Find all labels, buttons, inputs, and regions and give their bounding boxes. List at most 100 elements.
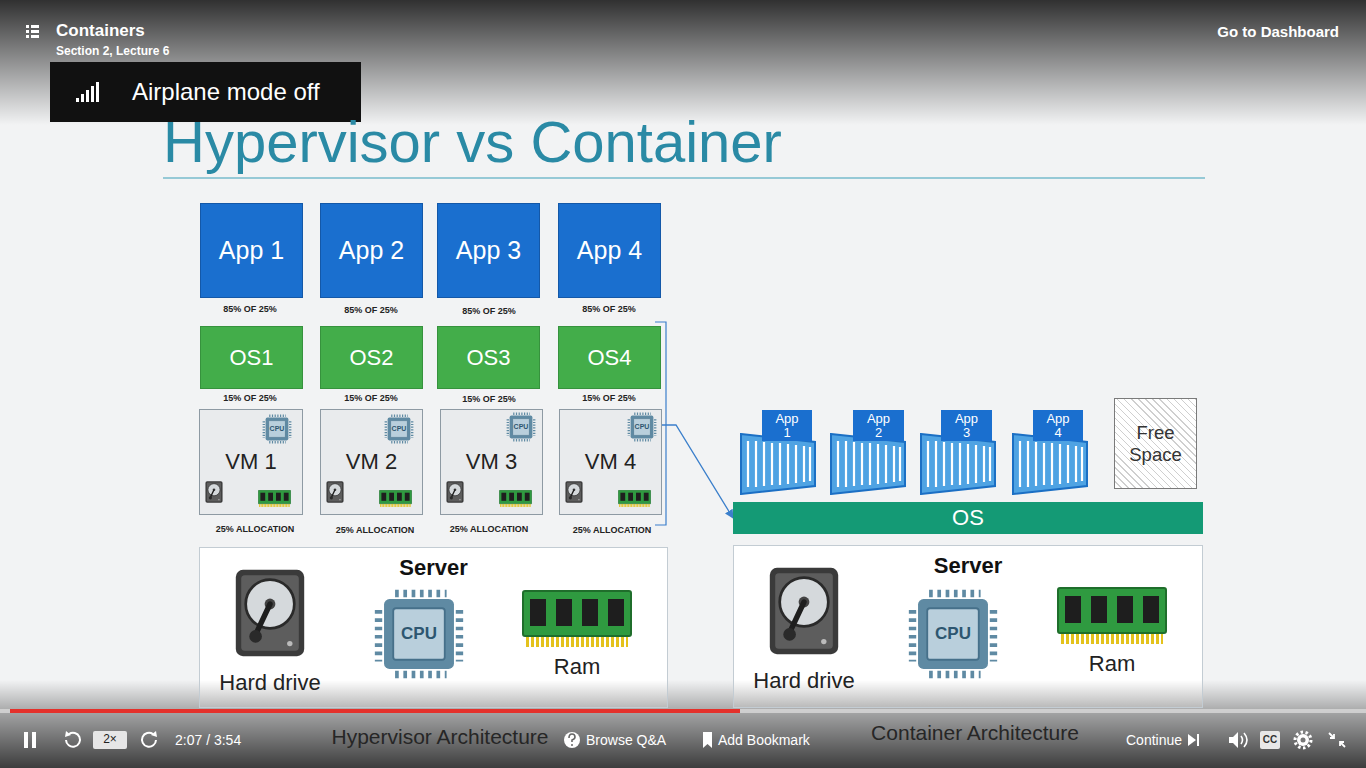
chip-label: CPU [270,425,285,433]
ram-icon [618,490,650,505]
share-note: 25% ALLOCATION [336,525,415,535]
signal-bar [86,90,89,102]
section-caption: Hypervisor Architecture [331,725,548,749]
share-note: 15% OF 25% [582,393,636,403]
cpu-icon [508,414,534,440]
node-text: App 1 [219,236,284,265]
menu-icon [26,30,29,33]
rewind-icon [65,731,71,737]
player-button: Browse Q&A [586,732,666,748]
node-text: Free Space [1115,422,1196,465]
node-text: VM 1 [225,449,276,475]
share-note: 15% OF 25% [462,394,516,404]
share-note: 85% OF 25% [582,304,636,314]
cpu-icon [379,594,460,675]
chip-label: CPU [401,624,437,644]
share-note: 85% OF 25% [223,304,277,314]
share-note: 15% OF 25% [223,393,277,403]
drive-icon [236,570,304,656]
cpu-icon [264,416,290,442]
vm-box: VM 1 [199,409,303,515]
vm-fill [199,409,303,515]
cpu-icon [913,594,994,675]
node-text: App 3 [955,412,978,439]
free-space-box: Free Space [1114,398,1197,489]
bottom-shade [0,680,1366,768]
node-text: Server [934,553,1003,579]
volume-icon [1241,733,1247,747]
speed-label: 2× [103,733,117,747]
cpu-icon [386,416,412,442]
volume-icon [1229,732,1238,748]
part-label: Hard drive [219,670,320,695]
part-label: Ram [1089,651,1135,676]
forward-icon [151,731,157,737]
node-text: OS3 [466,345,510,371]
share-note: 85% OF 25% [344,305,398,315]
app-box: App 3 [437,203,540,298]
nav-link: Go to Dashboard [1217,23,1339,40]
skip-icon [1197,734,1199,746]
node-text: OS4 [587,345,631,371]
container-app-box: App 2 [853,410,904,441]
ram-icon [523,591,631,642]
menu-icon [26,35,29,38]
container-icon [831,434,905,494]
drive-icon [770,568,838,654]
node-text: Server [399,555,468,581]
share-note: 25% ALLOCATION [450,524,529,534]
share-note: 85% OF 25% [462,306,516,316]
pause-icon [24,732,28,748]
share-note: 25% ALLOCATION [216,524,295,534]
node-text: App 4 [1046,412,1069,439]
progress-fill [10,709,740,713]
chip-label: CPU [514,423,529,431]
container-app-box: App 1 [762,410,812,441]
share-note: 25% ALLOCATION [573,525,652,535]
help-icon [571,744,573,746]
part-label: Hard drive [753,668,854,693]
ram-icon [1058,588,1166,639]
captions-label: CC [1263,734,1277,746]
vm-fill [320,409,423,515]
container-icon [1013,434,1087,494]
cpu-icon [629,414,655,440]
node-text: App 3 [456,236,521,265]
ram-icon [258,490,290,505]
chip-label: CPU [635,423,650,431]
speed-box [93,731,127,749]
node-text: VM 2 [346,449,397,475]
help-icon [569,734,575,742]
ram-icon [499,490,531,505]
node-text: VM 4 [585,449,636,475]
vm-fill [440,409,543,515]
pause-icon [32,732,36,748]
app-box: App 1 [200,203,303,298]
course-title: Containers [56,21,145,41]
slide-title: Hypervisor vs Container [163,110,782,174]
top-shade [0,0,1366,125]
node-text: App 2 [867,412,890,439]
player-button: Add Bookmark [718,732,810,748]
skip-icon [1188,734,1196,746]
drive-icon [446,481,463,503]
drive-icon [326,481,343,503]
share-note: 15% OF 25% [344,393,398,403]
vm-fill [559,409,662,515]
signal-bar [76,98,79,102]
ram-icon [379,490,411,505]
player-button: Continue [1126,732,1182,748]
lecture-label: Section 2, Lecture 6 [56,45,169,59]
app-box: App 4 [558,203,661,298]
node-text: App 1 [775,412,798,439]
app-box: App 2 [320,203,423,298]
os-box: OS1 [200,326,303,389]
os-box: OS2 [320,326,423,389]
captions-box [1260,731,1280,749]
menu-icon [26,25,29,28]
node-text: OS2 [349,345,393,371]
vm-box: VM 2 [320,409,423,515]
